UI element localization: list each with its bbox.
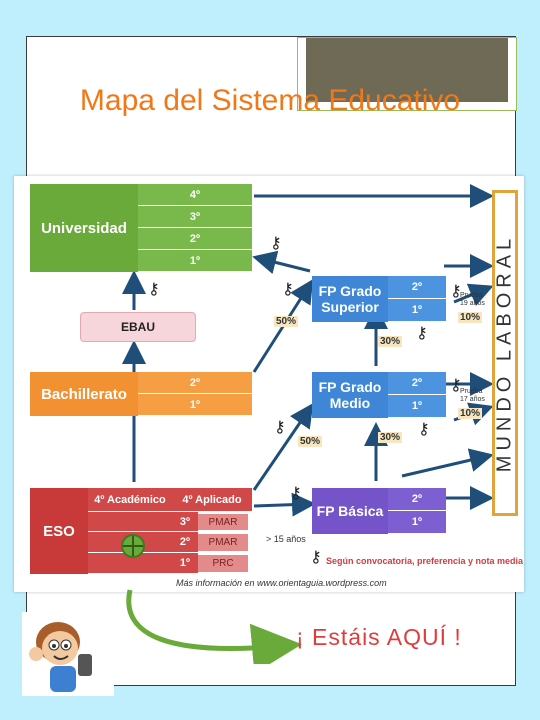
- arrow-fpsuperior-universidad: [252, 250, 311, 275]
- student-character-icon: [22, 612, 114, 696]
- slide-title: Mapa del Sistema Educativo: [79, 84, 461, 117]
- arrow-basica-laboral-2: [401, 448, 494, 478]
- convocatoria-note: Según convocatoria, preferencia y nota m…: [326, 556, 524, 566]
- decorative-header-box: [297, 37, 517, 111]
- key-icon: ⚷: [274, 419, 286, 436]
- percent-eso-fpmedio: 50%: [298, 436, 323, 447]
- fp-superior-box: FP Grado Superior: [312, 276, 388, 322]
- more-info-note: Más información en www.orientaguia.wordp…: [176, 578, 387, 588]
- bachillerato-box: Bachillerato: [30, 372, 138, 416]
- percent-bach-fpsuperior: 50%: [274, 316, 299, 327]
- eso-program-pmar-2: PMAR: [198, 534, 248, 551]
- eso-year-3: 3º: [88, 512, 198, 532]
- fp-superior-year-1: 1º: [388, 299, 446, 322]
- key-icon: ⚷: [290, 485, 302, 502]
- mundo-laboral-label: MUNDO LABORAL: [493, 233, 516, 473]
- eso-option-academico: 4º Académico: [88, 488, 172, 512]
- fp-basica-year-2: 2º: [388, 488, 446, 511]
- curved-arrow-icon: [126, 589, 302, 664]
- key-icon: ⚷: [416, 325, 428, 342]
- eso-program-pmar-1: PMAR: [198, 514, 248, 530]
- arrow-bachillerato-fpsuperior: [252, 278, 314, 373]
- bachillerato-year-1: 1º: [138, 394, 252, 416]
- prueba-19-label: Prueba 19 años: [460, 292, 485, 307]
- age-note: > 15 años: [266, 534, 306, 544]
- universidad-year-4: 4º: [138, 184, 252, 206]
- arrow-eso-fpbasica: [253, 492, 316, 517]
- fp-medio-year-2: 2º: [388, 372, 446, 395]
- mundo-laboral-bar: MUNDO LABORAL: [492, 190, 518, 516]
- estais-aqui-callout: ¡ Estáis AQUÍ !: [296, 624, 462, 650]
- eso-box: ESO: [30, 488, 88, 574]
- percent-fpmedio-fpsuperior: 30%: [378, 336, 403, 347]
- universidad-year-2: 2º: [138, 228, 252, 250]
- key-icon: ⚷: [450, 283, 462, 300]
- percent-basica-fpmedio: 30%: [378, 432, 403, 443]
- percent-fpsuperior-prueba: 10%: [458, 312, 483, 323]
- you-are-here-marker-icon: [121, 534, 145, 558]
- fp-medio-year-1: 1º: [388, 395, 446, 418]
- key-icon: ⚷: [282, 281, 294, 298]
- eso-program-prc: PRC: [198, 555, 248, 572]
- universidad-year-3: 3º: [138, 206, 252, 228]
- key-icon: ⚷: [270, 235, 282, 252]
- ebau-box: EBAU: [80, 312, 196, 342]
- bachillerato-year-2: 2º: [138, 372, 252, 394]
- key-icon: ⚷: [450, 377, 462, 394]
- key-icon: ⚷: [148, 281, 160, 298]
- fp-superior-year-2: 2º: [388, 276, 446, 299]
- prueba-17-label: Prueba 17 años: [460, 388, 485, 403]
- universidad-box: Universidad: [30, 184, 138, 272]
- fp-medio-box: FP Grado Medio: [312, 372, 388, 418]
- eso-year-1: 1º: [88, 553, 198, 574]
- fp-basica-box: FP Básica: [312, 488, 388, 534]
- arrow-fpsuperior-laboral-2: [453, 283, 494, 306]
- key-icon: ⚷: [310, 549, 322, 566]
- percent-fpmedio-prueba: 10%: [458, 408, 483, 419]
- key-icon: ⚷: [418, 421, 430, 438]
- eso-option-aplicado: 4º Aplicado: [172, 488, 252, 512]
- education-system-diagram: Universidad 4º 3º 2º 1º EBAU Bachillerat…: [14, 176, 524, 592]
- fp-basica-year-1: 1º: [388, 511, 446, 534]
- arrow-eso-fpmedio: [252, 403, 314, 491]
- universidad-year-1: 1º: [138, 250, 252, 272]
